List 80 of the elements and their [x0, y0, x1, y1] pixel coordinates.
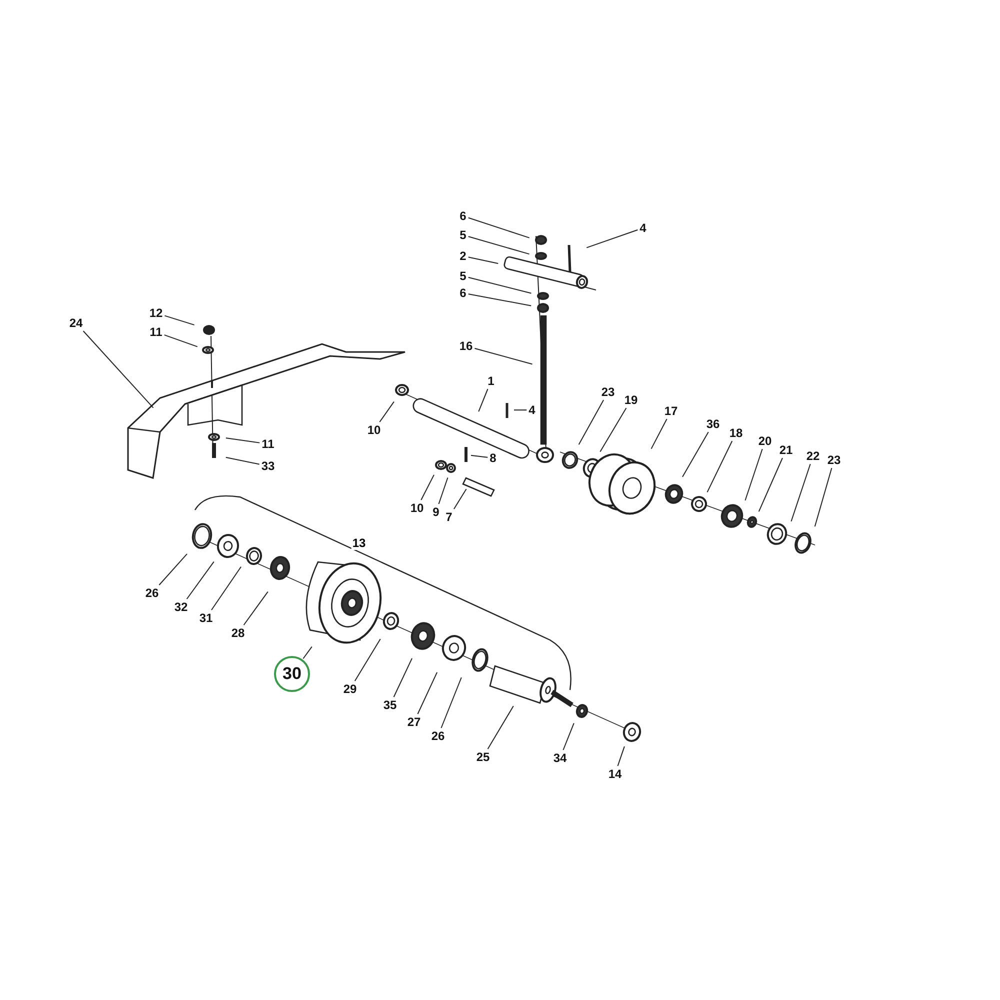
leader-line: [814, 468, 832, 528]
leader-line: [468, 276, 532, 294]
callout-number: 21: [778, 443, 794, 457]
leader-line: [164, 315, 195, 326]
leader-line: [682, 432, 709, 478]
callout-number: 29: [342, 682, 358, 696]
callout-number: 31: [198, 611, 214, 625]
leader-line: [440, 677, 462, 728]
callout-number: 19: [623, 393, 639, 407]
leader-line: [243, 591, 268, 626]
leader-line: [158, 553, 188, 586]
callout-number: 5: [458, 228, 468, 242]
callout-number: 35: [382, 698, 398, 712]
leader-line: [210, 566, 242, 610]
callout-number: 2: [458, 249, 468, 263]
leader-line: [379, 401, 394, 422]
callout-number: 13: [351, 536, 367, 550]
callout-number: 26: [144, 586, 160, 600]
leader-line: [478, 388, 488, 412]
leader-line: [417, 672, 438, 714]
leader-line: [186, 561, 214, 600]
callout-number: 24: [68, 316, 84, 330]
leader-line: [470, 454, 488, 458]
callout-number: 8: [488, 451, 498, 465]
callout-number: 34: [552, 751, 568, 765]
leader-line: [468, 236, 530, 255]
callout-number: 14: [607, 767, 623, 781]
callout-number: 25: [475, 750, 491, 764]
callout-number: 20: [757, 434, 773, 448]
callout-number: 23: [826, 453, 842, 467]
leader-line: [487, 706, 514, 750]
callout-number: 17: [663, 404, 679, 418]
callout-number: 12: [148, 306, 164, 320]
leader-line: [790, 464, 811, 522]
leader-line: [438, 477, 448, 504]
leader-line: [420, 474, 434, 500]
callout-number: 30: [274, 656, 310, 692]
leader-line: [393, 658, 413, 698]
leader-line: [468, 294, 532, 306]
leader-line: [468, 217, 530, 238]
leader-line: [706, 440, 733, 493]
callout-number: 27: [406, 715, 422, 729]
callout-number: 1: [486, 374, 496, 388]
leader-line: [354, 638, 381, 682]
leader-line: [164, 334, 198, 348]
callout-number: 22: [805, 449, 821, 463]
leader-line: [468, 256, 499, 264]
leader-line: [82, 330, 154, 408]
leader-line: [744, 448, 763, 501]
leader-line: [453, 488, 467, 510]
callout-number: 10: [409, 501, 425, 515]
leader-line: [578, 400, 604, 445]
callout-number: 18: [728, 426, 744, 440]
callout-number: 10: [366, 423, 382, 437]
callout-number: 6: [458, 209, 468, 223]
callout-number: 26: [430, 729, 446, 743]
callout-number: 4: [528, 403, 536, 417]
leader-line: [586, 229, 638, 248]
callout-number: 11: [260, 437, 276, 451]
callout-number: 5: [458, 269, 468, 283]
leader-line: [474, 348, 533, 365]
callout-number: 11: [148, 325, 164, 339]
leader-line: [302, 646, 312, 660]
leader-line: [562, 722, 574, 750]
leader-line: [758, 458, 783, 512]
callout-number: 23: [600, 385, 616, 399]
callout-number: 33: [260, 459, 276, 473]
callout-number: 7: [444, 510, 454, 524]
leader-line: [650, 418, 668, 450]
callout-number: 16: [458, 339, 474, 353]
callout-number: 6: [458, 286, 468, 300]
callout-number: 9: [432, 505, 440, 519]
callout-number: 36: [705, 417, 721, 431]
callout-number: 28: [230, 626, 246, 640]
callout-number: 32: [173, 600, 189, 614]
leader-line: [600, 408, 627, 452]
callout-number: 4: [638, 221, 648, 235]
leader-line: [225, 438, 260, 444]
leader-line: [617, 746, 625, 766]
leader-line: [225, 456, 260, 465]
